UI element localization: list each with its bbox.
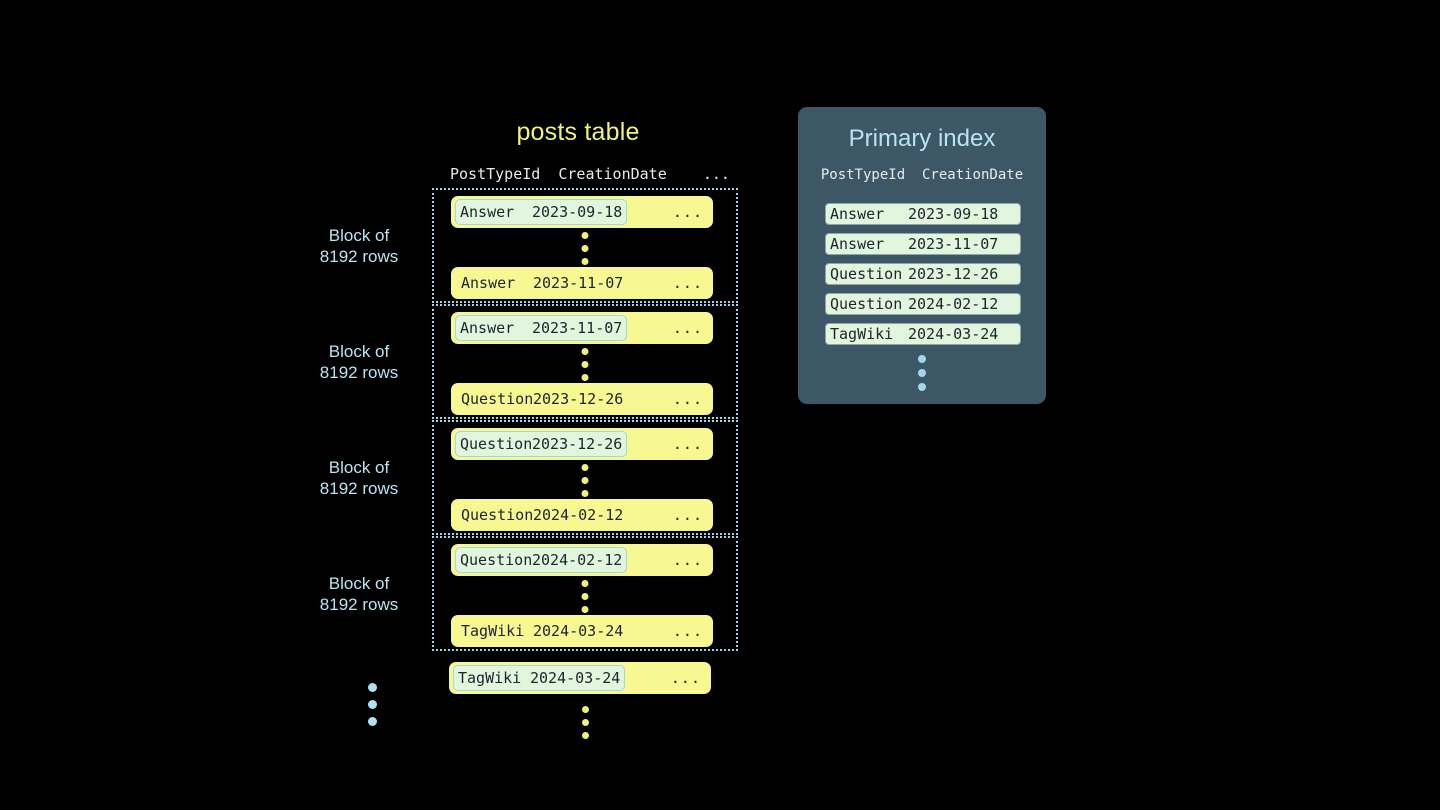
table-row[interactable]: Question 2023-12-26 ... [451,428,713,460]
block-label: Block of 8192 rows [294,341,424,383]
cell-creation-date: 2024-03-24 [533,622,624,640]
index-creation-date: 2023-09-18 [908,205,999,223]
table-row[interactable]: Answer 2023-09-18 ... [451,196,713,228]
row-gap-dots [581,464,589,497]
cell-post-type-id: Question [461,390,534,408]
table-row[interactable]: Question 2024-02-12 ... [451,499,713,531]
cell-ellipsis: ... [672,390,703,408]
cell-post-type-id: TagWiki [458,669,522,687]
index-creation-date: 2023-12-26 [908,265,999,283]
index-key-highlight: Answer 2023-11-07 [455,315,628,341]
trailing-table-row-wrap: TagWiki 2024-03-24 ... [449,662,711,694]
block-of-rows: Block of 8192 rows Question 2024-02-12 .… [320,536,738,651]
index-entry[interactable]: TagWiki 2024-03-24 [825,323,1021,345]
cell-creation-date: 2024-02-12 [533,506,624,524]
cell-post-type-id: Answer [460,203,515,221]
cell-ellipsis: ... [672,622,703,640]
block-label-line1: Block of [328,341,390,361]
table-row[interactable]: Question 2023-12-26 ... [451,383,713,415]
cell-creation-date: 2023-12-26 [532,435,623,453]
index-post-type-id: TagWiki [830,325,894,343]
index-entry[interactable]: Answer 2023-11-07 [825,233,1021,255]
table-row[interactable]: Answer 2023-11-07 ... [451,267,713,299]
table-row[interactable]: Question 2024-02-12 ... [451,544,713,576]
blocks-continuation-dots [368,683,377,726]
cell-post-type-id: Answer [460,319,515,337]
posts-table-column-header: PostTypeId CreationDate ... [450,165,730,183]
cell-post-type-id: Question [460,435,533,453]
table-continuation-dots [432,706,738,739]
block-of-rows: Block of 8192 rows Answer 2023-11-07 ...… [320,304,738,419]
cell-post-type-id: TagWiki [461,622,525,640]
row-cells: Question 2023-12-26 [456,386,628,412]
block-label-line2: 8192 rows [319,594,399,614]
index-entry[interactable]: Answer 2023-09-18 [825,203,1021,225]
block-label: Block of 8192 rows [294,573,424,615]
index-key-highlight: Question 2024-02-12 [455,547,628,573]
index-entry[interactable]: Question 2023-12-26 [825,263,1021,285]
cell-ellipsis: ... [672,551,703,569]
table-row[interactable]: Answer 2023-11-07 ... [451,312,713,344]
block-label: Block of 8192 rows [294,225,424,267]
index-continuation-dots [798,355,1046,391]
index-post-type-id: Answer [830,205,885,223]
index-key-highlight: TagWiki 2024-03-24 [453,665,626,691]
cell-creation-date: 2023-12-26 [533,390,624,408]
index-key-highlight: Answer 2023-09-18 [455,199,628,225]
cell-creation-date: 2023-09-18 [532,203,623,221]
primary-index-panel: Primary index PostTypeId CreationDate An… [798,107,1046,404]
cell-creation-date: 2024-03-24 [530,669,621,687]
row-gap-dots [581,580,589,613]
cell-post-type-id: Answer [461,274,516,292]
row-cells: Question 2024-02-12 [456,502,628,528]
cell-ellipsis: ... [672,506,703,524]
index-creation-date: 2023-11-07 [908,235,999,253]
block-label-line2: 8192 rows [319,362,399,382]
primary-index-rows: Answer 2023-09-18 Answer 2023-11-07 Ques… [825,203,1021,353]
table-row[interactable]: TagWiki 2024-03-24 ... [449,662,711,694]
cell-ellipsis: ... [672,274,703,292]
index-entry[interactable]: Question 2024-02-12 [825,293,1021,315]
block-label-line1: Block of [328,457,390,477]
row-cells: Answer 2023-11-07 [456,270,628,296]
cell-ellipsis: ... [672,203,703,221]
block-of-rows: Block of 8192 rows Answer 2023-09-18 ...… [320,188,738,303]
index-post-type-id: Question [830,295,903,313]
block-label-line1: Block of [328,573,390,593]
cell-ellipsis: ... [670,669,701,687]
index-post-type-id: Question [830,265,903,283]
block-label: Block of 8192 rows [294,457,424,499]
primary-index-column-header: PostTypeId CreationDate [820,167,1024,183]
cell-ellipsis: ... [672,319,703,337]
row-gap-dots [581,348,589,381]
row-gap-dots [581,232,589,265]
posts-table-blocks: Block of 8192 rows Answer 2023-09-18 ...… [320,188,738,652]
row-cells: TagWiki 2024-03-24 [456,618,628,644]
cell-post-type-id: Question [460,551,533,569]
cell-creation-date: 2023-11-07 [532,319,623,337]
posts-table-group: posts table PostTypeId CreationDate ... … [320,118,745,739]
cell-post-type-id: Question [461,506,534,524]
cell-ellipsis: ... [672,435,703,453]
index-key-highlight: Question 2023-12-26 [455,431,628,457]
posts-table-title: posts table [516,118,640,146]
index-post-type-id: Answer [830,235,885,253]
primary-index-title: Primary index [848,125,996,152]
block-label-line1: Block of [328,225,390,245]
index-creation-date: 2024-02-12 [908,295,999,313]
index-creation-date: 2024-03-24 [908,325,999,343]
block-label-line2: 8192 rows [319,246,399,266]
block-of-rows: Block of 8192 rows Question 2023-12-26 .… [320,420,738,535]
block-label-line2: 8192 rows [319,478,399,498]
table-row[interactable]: TagWiki 2024-03-24 ... [451,615,713,647]
cell-creation-date: 2023-11-07 [533,274,624,292]
cell-creation-date: 2024-02-12 [532,551,623,569]
